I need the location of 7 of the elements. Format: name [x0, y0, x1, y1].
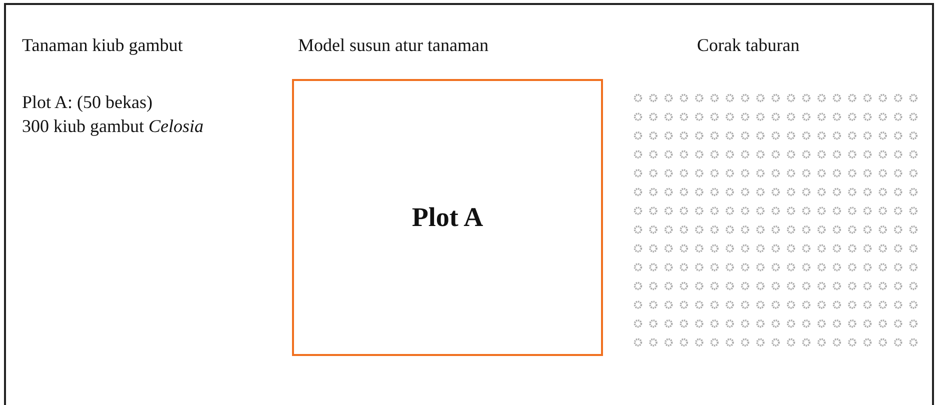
- column-heading: Tanaman kiub gambut: [22, 34, 183, 56]
- column-heading: Model susun atur tanaman: [298, 34, 488, 56]
- column-heading: Corak taburan: [697, 34, 800, 56]
- plot-box: [292, 79, 603, 356]
- plot-description: Plot A: (50 bekas): [22, 91, 152, 113]
- plot-description: 300 kiub gambut Celosia: [22, 115, 204, 137]
- plot-label: Plot A: [412, 202, 484, 233]
